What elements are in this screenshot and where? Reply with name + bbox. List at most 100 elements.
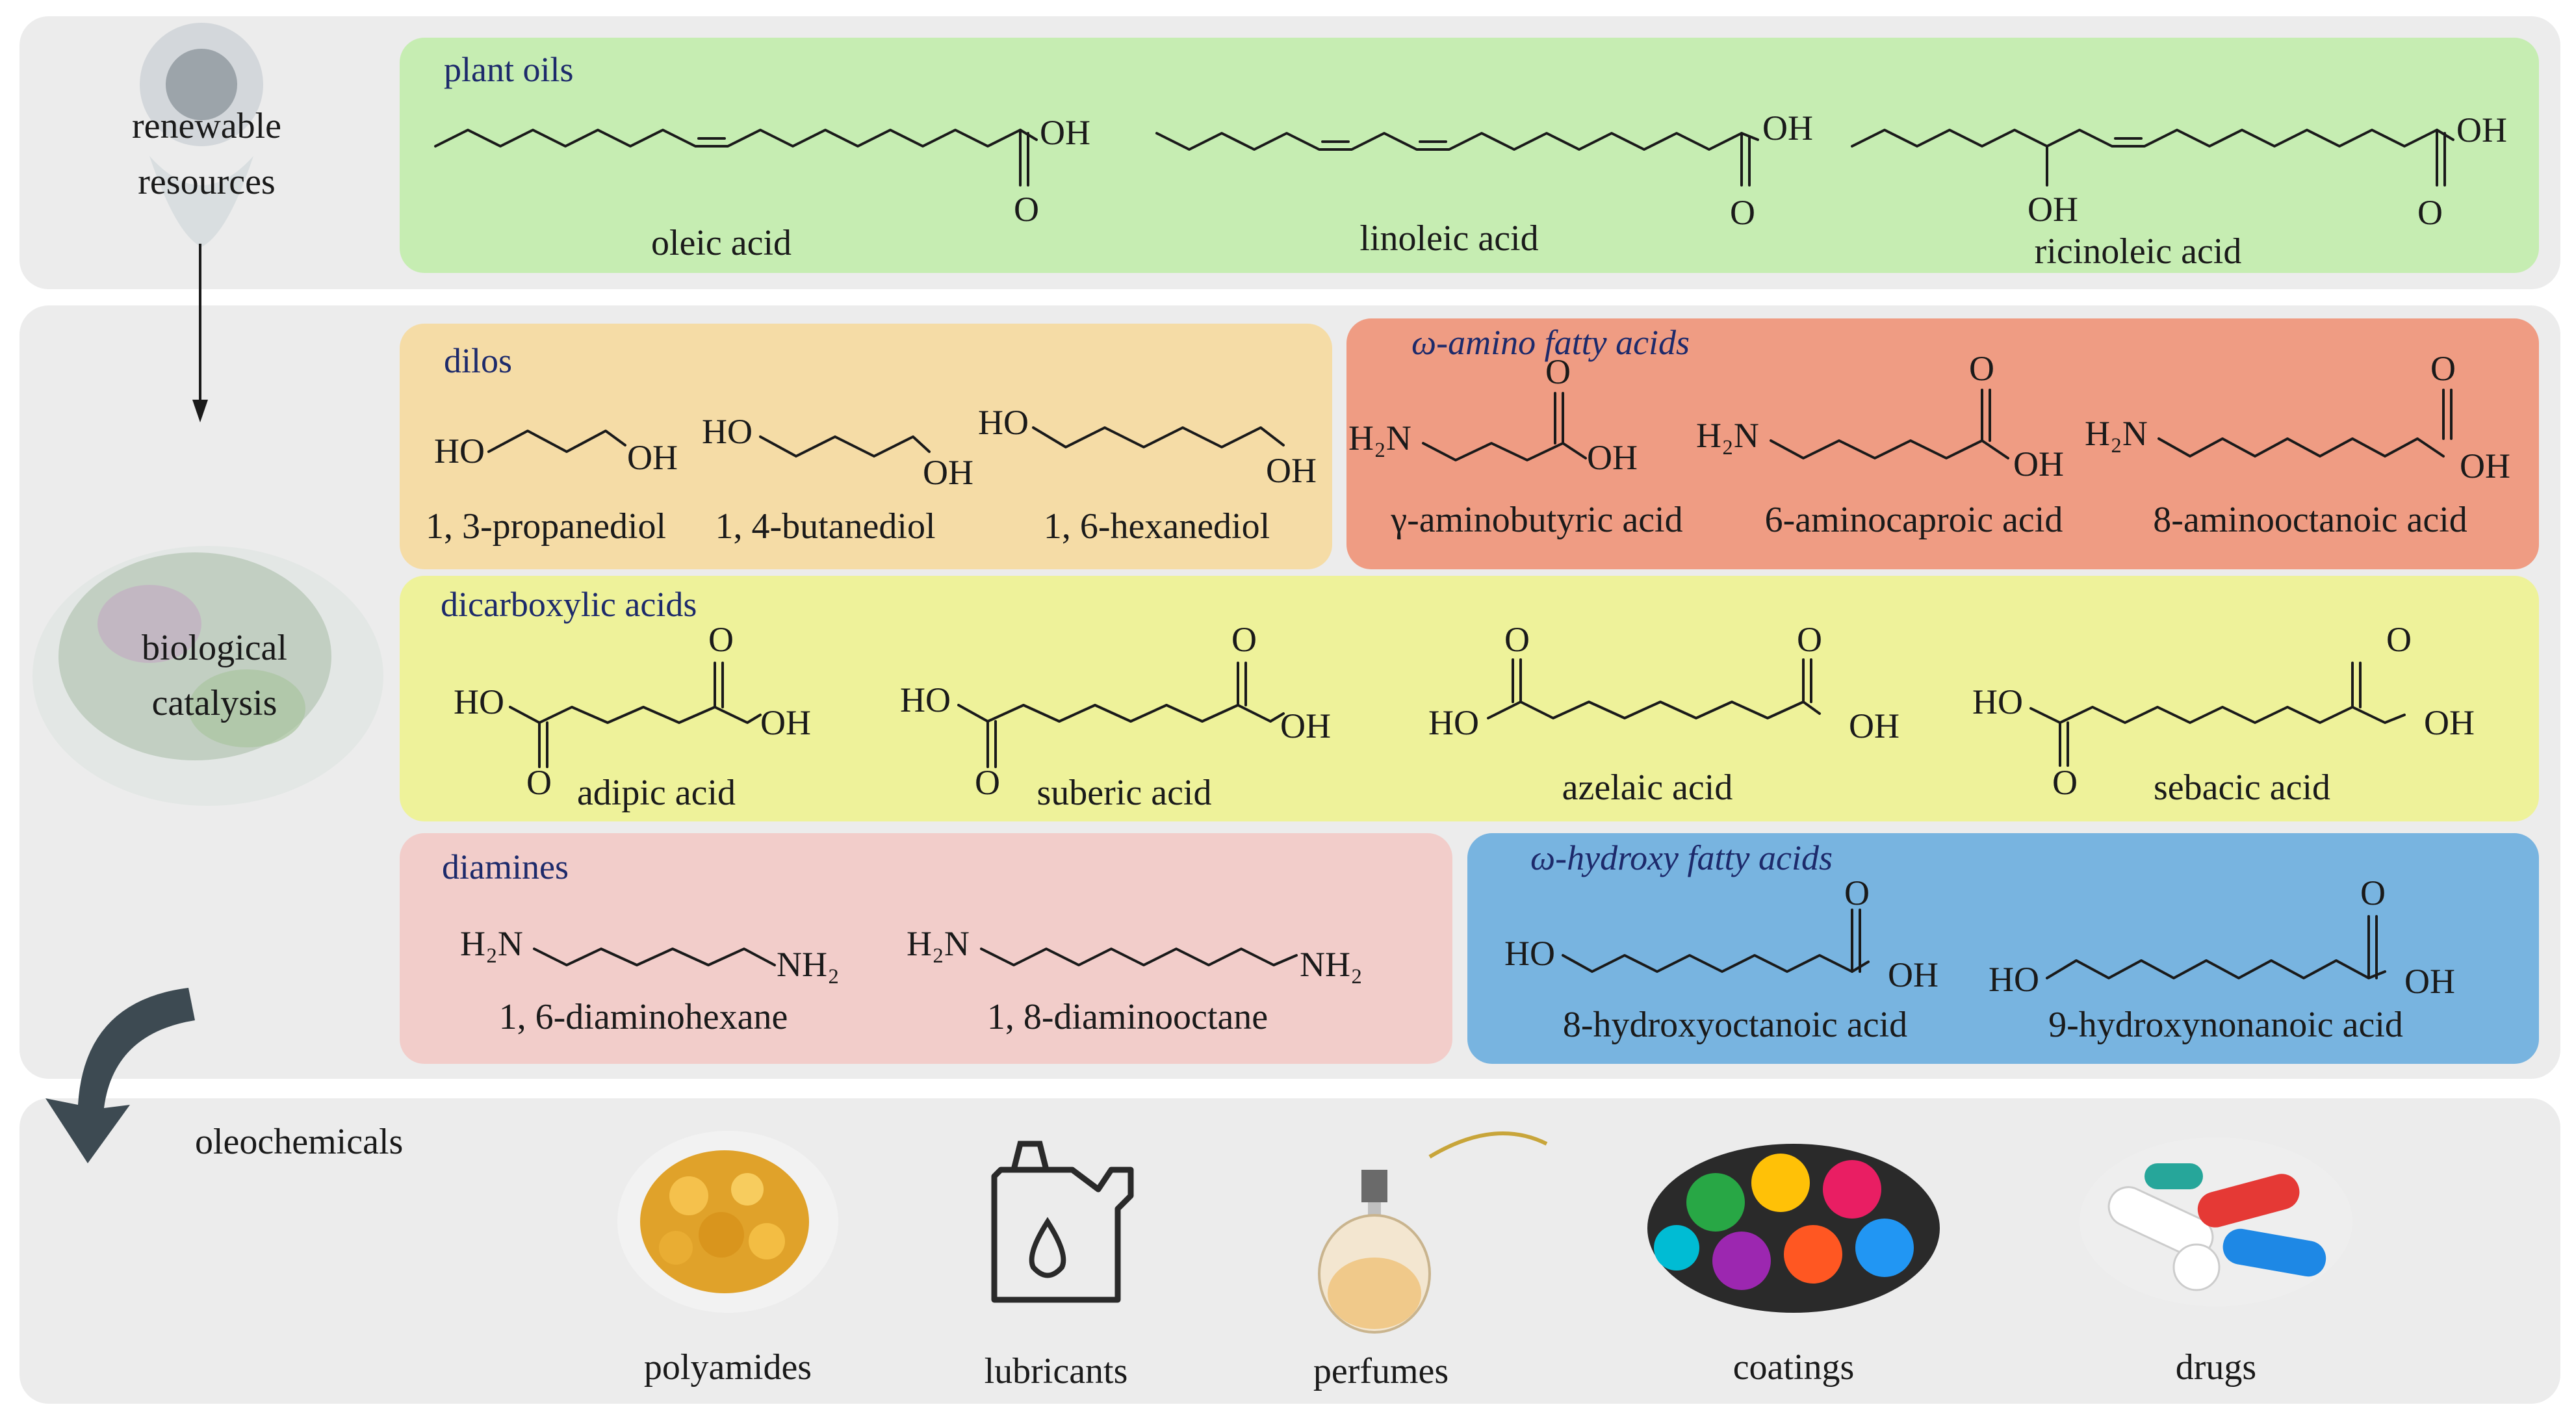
propanediol-structure: HO OH bbox=[434, 430, 678, 477]
diaminooctane-h2n: H₂N bbox=[907, 924, 970, 963]
butanediol-ho: HO bbox=[702, 412, 753, 451]
lubricant-canister-icon bbox=[991, 1141, 1134, 1303]
diaminohexane-structure: H₂N NH₂ bbox=[460, 924, 840, 984]
suberic-o-top: O bbox=[1231, 620, 1257, 659]
hydroxyoctanoic-structure: HO O OH bbox=[1504, 873, 1938, 994]
down-arrow bbox=[192, 244, 208, 422]
aminocaproic-label: 6-aminocaproic acid bbox=[1765, 500, 2063, 540]
drugs-label: drugs bbox=[2176, 1347, 2256, 1388]
diamines-box bbox=[400, 833, 1452, 1064]
hexanediol-structure: HO OH bbox=[978, 403, 1317, 490]
sebacic-o-bottom: O bbox=[2052, 763, 2078, 802]
aminobutyric-structure: H₂N O OH bbox=[1348, 352, 1638, 477]
aminocaproic-structure: H₂N O OH bbox=[1696, 349, 2064, 484]
perfumes-label: perfumes bbox=[1313, 1351, 1449, 1391]
biological-label-2: catalysis bbox=[152, 683, 277, 723]
linoleic-acid-label: linoleic acid bbox=[1359, 218, 1538, 259]
oleic-acid-label: oleic acid bbox=[651, 223, 792, 263]
aminooctanoic-label: 8-aminooctanoic acid bbox=[2153, 500, 2467, 540]
dilos-title: dilos bbox=[444, 341, 512, 380]
hexanediol-oh: OH bbox=[1266, 451, 1317, 490]
hydroxy-acids-box bbox=[1467, 833, 2539, 1064]
azelaic-o-left: O bbox=[1504, 620, 1530, 659]
ricinoleic-acid-structure: OH OH O bbox=[1851, 110, 2507, 232]
oleic-acid-structure: OH O bbox=[434, 113, 1090, 229]
azelaic-label: azelaic acid bbox=[1562, 768, 1733, 808]
polyamides-icon bbox=[617, 1131, 838, 1313]
linoleic-o: O bbox=[1730, 193, 1755, 232]
renewable-label-1: renewable bbox=[132, 106, 281, 146]
propanediol-ho: HO bbox=[434, 432, 485, 471]
adipic-label: adipic acid bbox=[577, 773, 736, 813]
sunflower-icon bbox=[140, 23, 263, 247]
curved-arrow-icon bbox=[45, 988, 195, 1163]
sebacic-structure: HO O O OH bbox=[1972, 620, 2475, 802]
aminobutyric-label: γ-aminobutyric acid bbox=[1390, 500, 1682, 540]
aminocaproic-oh: OH bbox=[2013, 445, 2064, 484]
diaminooctane-nh2: NH₂ bbox=[1300, 945, 1363, 984]
hexanediol-label: 1, 6-hexanediol bbox=[1044, 506, 1270, 547]
hydroxy-acids-title: ω-hydroxy fatty acids bbox=[1530, 838, 1833, 877]
adipic-ho: HO bbox=[454, 682, 504, 721]
ricinoleic-hydroxyl: OH bbox=[2028, 190, 2078, 229]
butanediol-structure: HO OH bbox=[702, 412, 973, 492]
azelaic-ho: HO bbox=[1428, 703, 1479, 742]
lubricants-label: lubricants bbox=[985, 1351, 1128, 1391]
suberic-structure: HO O O OH bbox=[900, 620, 1331, 802]
diaminooctane-label: 1, 8-diaminooctane bbox=[987, 997, 1268, 1037]
hydroxynonanoic-oh: OH bbox=[2404, 962, 2455, 1001]
dicarboxylic-title: dicarboxylic acids bbox=[441, 585, 697, 624]
amino-acids-box bbox=[1346, 318, 2539, 569]
propanediol-label: 1, 3-propanediol bbox=[426, 506, 666, 547]
biological-label-1: biological bbox=[142, 628, 287, 668]
aminocaproic-h2n: H₂N bbox=[1696, 416, 1759, 455]
suberic-label: suberic acid bbox=[1037, 773, 1212, 813]
drugs-pills-icon bbox=[2080, 1137, 2352, 1306]
linoleic-acid-structure: OH O bbox=[1155, 109, 1813, 232]
aminooctanoic-o: O bbox=[2430, 349, 2456, 388]
aminooctanoic-h2n: H₂N bbox=[2085, 414, 2148, 453]
hydroxyoctanoic-label: 8-hydroxyoctanoic acid bbox=[1563, 1005, 1907, 1045]
butanediol-label: 1, 4-butanediol bbox=[715, 506, 935, 547]
hydroxynonanoic-ho: HO bbox=[1989, 960, 2039, 999]
ricinoleic-acid-label: ricinoleic acid bbox=[2035, 231, 2242, 272]
protein-structure-icon bbox=[32, 546, 383, 806]
dilos-box bbox=[400, 324, 1332, 569]
aminooctanoic-oh: OH bbox=[2460, 446, 2510, 485]
suberic-oh: OH bbox=[1280, 706, 1331, 745]
adipic-o-bottom: O bbox=[526, 763, 552, 802]
oleic-oh: OH bbox=[1040, 113, 1090, 152]
hexanediol-ho: HO bbox=[978, 403, 1029, 442]
adipic-structure: HO O O OH bbox=[454, 620, 811, 802]
diaminohexane-label: 1, 6-diaminohexane bbox=[499, 997, 788, 1037]
hydroxynonanoic-structure: HO O OH bbox=[1989, 873, 2455, 1001]
diaminooctane-structure: H₂N NH₂ bbox=[907, 924, 1363, 984]
diamines-title: diamines bbox=[442, 847, 569, 886]
paint-cans-icon bbox=[1647, 1144, 1940, 1313]
diaminohexane-nh2: NH₂ bbox=[777, 945, 840, 984]
adipic-oh: OH bbox=[760, 703, 811, 742]
suberic-o-bottom: O bbox=[975, 763, 1000, 802]
sebacic-ho: HO bbox=[1972, 682, 2023, 721]
renewable-label-2: resources bbox=[138, 162, 275, 202]
hydroxyoctanoic-oh: OH bbox=[1888, 955, 1938, 994]
azelaic-oh: OH bbox=[1849, 706, 1900, 745]
dicarboxylic-box bbox=[400, 576, 2539, 821]
azelaic-structure: HO O O OH bbox=[1428, 620, 1900, 745]
aminooctanoic-structure: H₂N O OH bbox=[2085, 349, 2510, 485]
sebacic-oh: OH bbox=[2424, 703, 2475, 742]
azelaic-o-right: O bbox=[1797, 620, 1822, 659]
hydroxynonanoic-label: 9-hydroxynonanoic acid bbox=[2048, 1005, 2403, 1045]
diaminohexane-h2n: H₂N bbox=[460, 924, 523, 963]
sebacic-o-top: O bbox=[2386, 620, 2412, 659]
aminocaproic-o: O bbox=[1969, 349, 1994, 388]
plant-oils-title: plant oils bbox=[444, 50, 574, 89]
plant-oils-box bbox=[400, 38, 2539, 273]
perfume-bottle-icon bbox=[1318, 1131, 1548, 1334]
suberic-ho: HO bbox=[900, 680, 951, 719]
oleochemicals-label: oleochemicals bbox=[195, 1122, 403, 1162]
adipic-o-top: O bbox=[708, 620, 734, 659]
oleic-o: O bbox=[1014, 190, 1039, 229]
hydroxyoctanoic-o: O bbox=[1844, 873, 1870, 912]
hydroxyoctanoic-ho: HO bbox=[1504, 934, 1555, 973]
